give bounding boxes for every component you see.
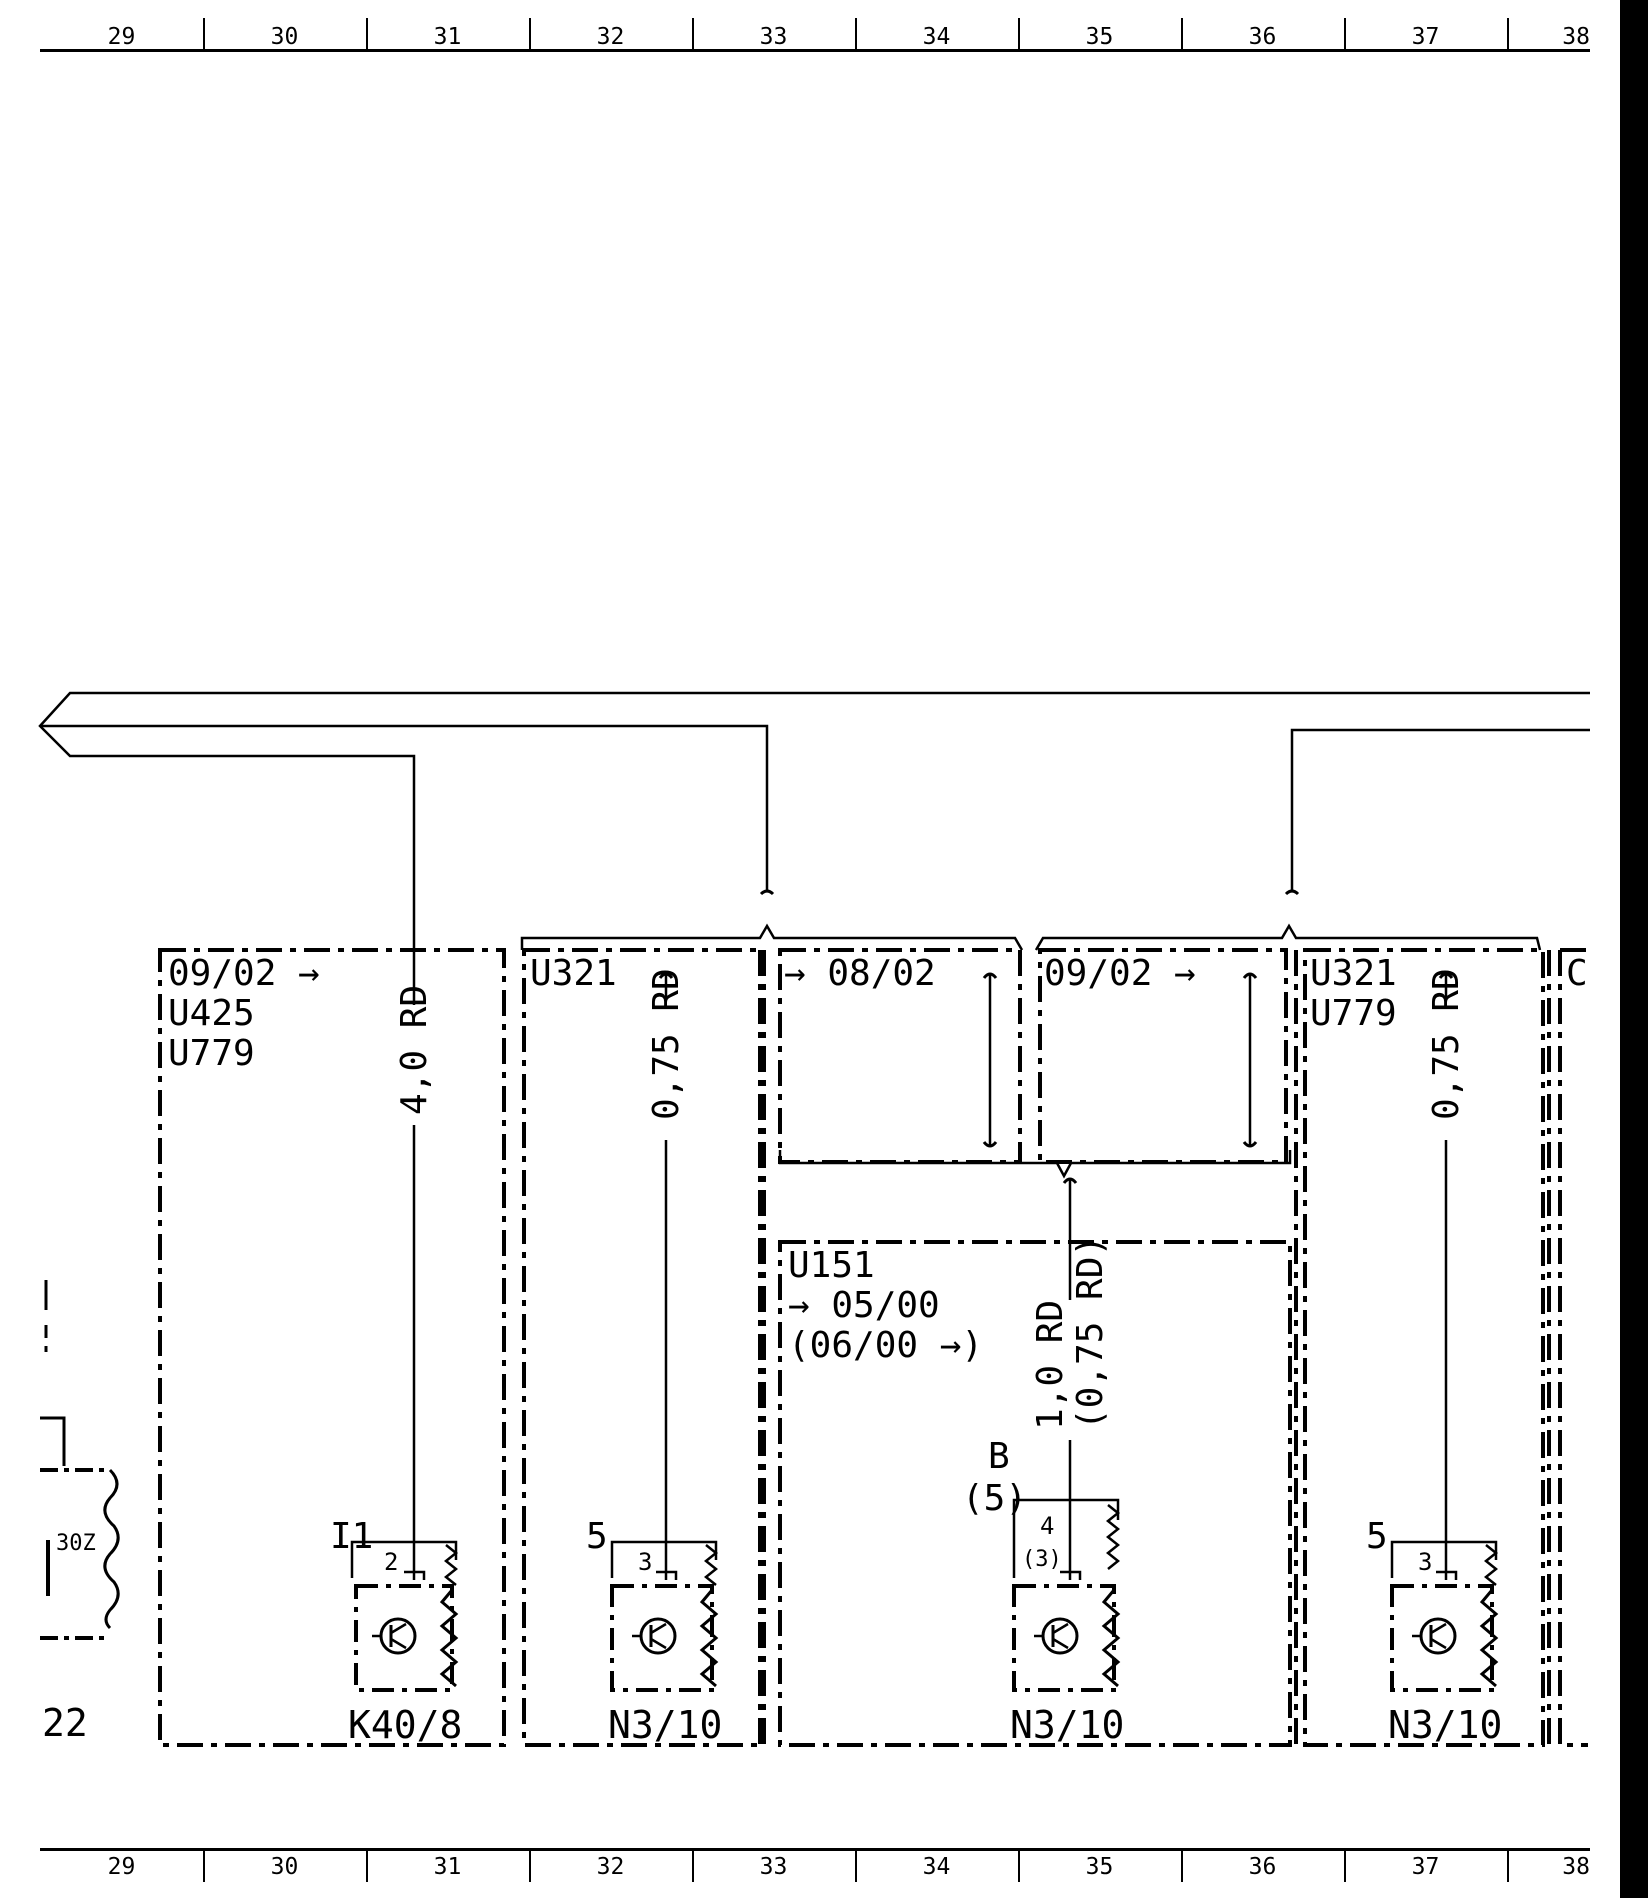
wire-label: 0,75 RD — [646, 968, 687, 1120]
wire-label: 4,0 RD — [394, 985, 435, 1115]
column-number: 37 — [1344, 18, 1507, 52]
variant-code: U779 — [1310, 993, 1397, 1034]
column-number: 31 — [366, 1848, 529, 1882]
column-number: 33 — [692, 18, 855, 52]
column-number: 29 — [107, 24, 136, 50]
variant-code: U321 — [1310, 953, 1397, 994]
variant-code: → 05/00 — [788, 1285, 940, 1326]
connector-label: 5 — [586, 1516, 608, 1557]
wire-break-icon — [658, 972, 1454, 1184]
variant-code: U779 — [168, 1033, 255, 1074]
connector-label: 5 — [1366, 1516, 1388, 1557]
transistor-sensor-icon — [354, 1584, 459, 1692]
connector-label: B — [988, 1436, 1010, 1477]
n3c-connector — [1390, 1540, 1499, 1586]
component-box — [158, 948, 1588, 1747]
variant-code: 09/02 → — [1044, 953, 1196, 994]
n3a-connector — [610, 1540, 719, 1586]
fuse-label: 30Z — [56, 1531, 96, 1556]
column-number: 36 — [1181, 1848, 1344, 1882]
connector-label: (5) — [962, 1478, 1027, 1519]
ruler-line — [40, 1848, 1590, 1851]
pin-number: 2 — [384, 1548, 398, 1576]
variant-code: U425 — [168, 993, 255, 1034]
column-number: 31 — [366, 18, 529, 52]
pin-number: (3) — [1022, 1547, 1062, 1572]
column-number: 36 — [1181, 18, 1344, 52]
transistor-sensor-icon — [1012, 1584, 1121, 1692]
wire-label: 0,75 RD — [1426, 968, 1467, 1120]
connector-label: I1 — [330, 1516, 373, 1557]
reference-number: 22 — [42, 1701, 88, 1745]
column-number: 34 — [855, 18, 1018, 52]
left-partial-component — [40, 1280, 120, 1640]
n3b-connector — [1012, 1498, 1121, 1580]
pin-number: 3 — [638, 1548, 652, 1576]
column-ruler-top: 29 30 31 32 33 34 35 36 37 38 — [40, 18, 1590, 52]
bus-cable — [38, 691, 1590, 910]
variant-code: C — [1566, 953, 1588, 994]
ruler-line — [40, 49, 1590, 52]
variant-code: (06/00 →) — [788, 1325, 983, 1366]
column-number: 35 — [1018, 1848, 1181, 1882]
cable-break-icon — [759, 889, 1300, 896]
column-number: 30 — [203, 1848, 366, 1882]
pin-number: 3 — [1418, 1548, 1432, 1576]
k40-connector — [350, 1540, 459, 1586]
column-number: 29 — [107, 1854, 136, 1880]
column-number: 32 — [529, 1848, 692, 1882]
column-number: 35 — [1018, 18, 1181, 52]
box-divider — [758, 950, 1551, 1745]
variant-code: U321 — [530, 953, 617, 994]
column-number: 38 — [1507, 18, 1590, 52]
variant-code: 09/02 → — [168, 953, 320, 994]
column-number: 32 — [529, 18, 692, 52]
column-number: 33 — [692, 1848, 855, 1882]
wire-label: (0,75 RD) — [1070, 1235, 1111, 1430]
component-label: N3/10 — [1388, 1703, 1502, 1747]
variant-code: U151 — [788, 1245, 875, 1286]
column-number: 34 — [855, 1848, 1018, 1882]
transistor-sensor-icon — [1390, 1584, 1499, 1692]
column-number: 38 — [1507, 1848, 1590, 1882]
transistor-sensor-icon — [610, 1584, 719, 1692]
column-ruler-bottom: 29 30 31 32 33 34 35 36 37 38 — [40, 1848, 1590, 1882]
variant-code: → 08/02 — [784, 953, 936, 994]
pin-number: 4 — [1040, 1512, 1054, 1540]
column-number: 37 — [1344, 1848, 1507, 1882]
component-label: N3/10 — [608, 1703, 722, 1747]
component-label: K40/8 — [348, 1703, 462, 1747]
component-label: N3/10 — [1010, 1703, 1124, 1747]
column-number: 30 — [203, 18, 366, 52]
wire-label: 1,0 RD — [1030, 1300, 1071, 1430]
page-edge-bar — [1620, 0, 1648, 1898]
